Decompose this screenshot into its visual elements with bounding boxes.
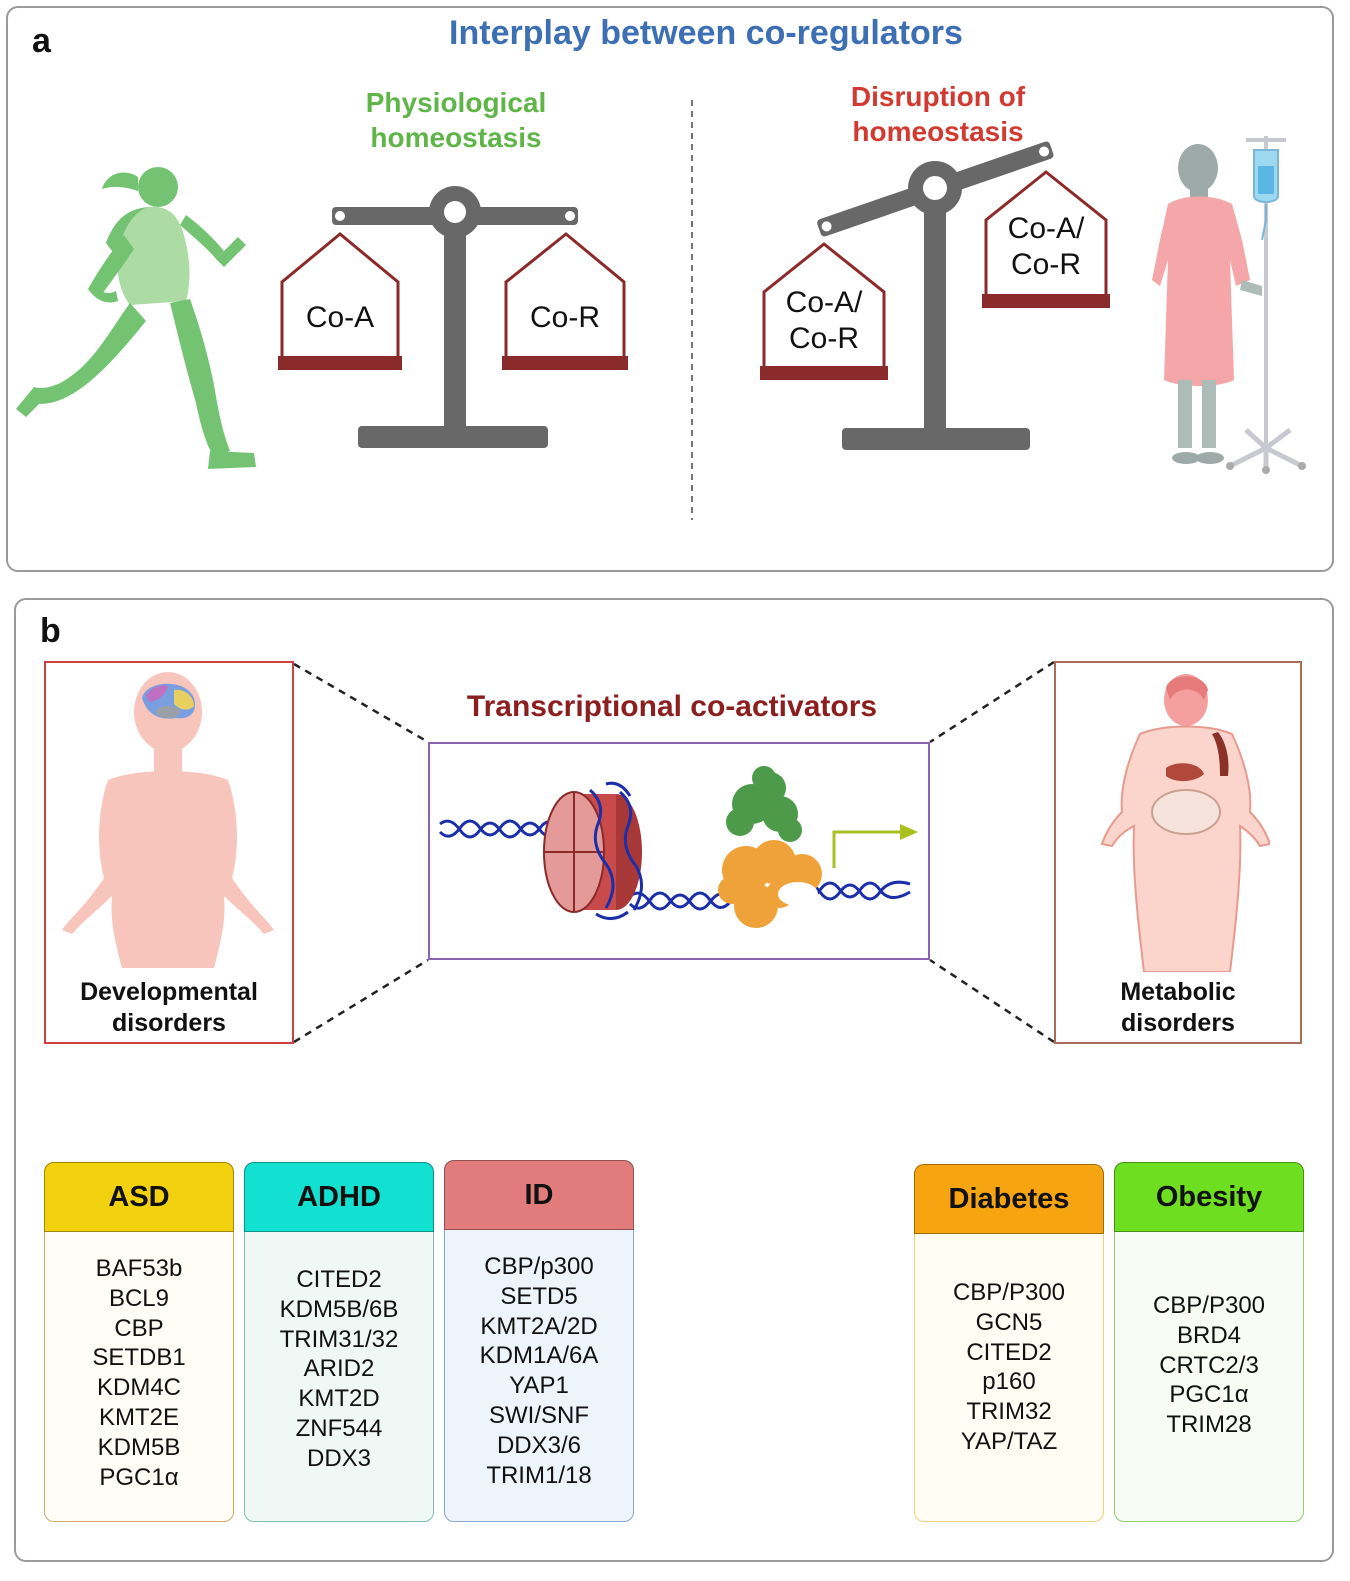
metabolic-label-line1: Metabolic xyxy=(1120,978,1236,1006)
gene-item: DDX3/6 xyxy=(496,1431,582,1459)
gene-item: TRIM31/32 xyxy=(279,1325,399,1353)
gene-item: CBP/P300 xyxy=(1152,1292,1266,1319)
disorder-list-obesity: CBP/P300 BRD4 CRTC2/3 PGC1α TRIM28 xyxy=(1115,1291,1303,1440)
physiological-title-line2: homeostasis xyxy=(370,122,542,153)
chromatin-coactivator-illustration xyxy=(438,766,918,928)
balanced-scale xyxy=(278,186,628,448)
coactivator-frame xyxy=(428,742,930,960)
gene-item: CBP/P300 xyxy=(952,1279,1066,1306)
gene-item: PGC1α xyxy=(1169,1381,1249,1409)
gene-item: BRD4 xyxy=(1176,1321,1242,1349)
low-pan-label-line1: Co-A/ xyxy=(785,286,863,319)
gene-item: YAP/TAZ xyxy=(960,1427,1058,1455)
disruption-title-line2: homeostasis xyxy=(852,116,1024,147)
disorder-list-id: CBP/p300 SETD5 KMT2A/2D KDM1A/6A YAP1 SW… xyxy=(445,1252,633,1490)
gene-item: SWI/SNF xyxy=(489,1401,589,1429)
gene-item: GCN5 xyxy=(975,1308,1043,1336)
gene-item: KMT2E xyxy=(98,1403,179,1431)
gene-item: TRIM32 xyxy=(966,1398,1052,1426)
disorder-card-adhd: ADHD CITED2 KDM5B/6B TRIM31/32 ARID2 KMT… xyxy=(244,1162,434,1522)
human-body-brain-icon xyxy=(62,672,274,968)
disorder-list-asd: BAF53b BCL9 CBP SETDB1 KDM4C KMT2E KDM5B… xyxy=(45,1254,233,1492)
disorder-card-id: ID CBP/p300 SETD5 KMT2A/2D KDM1A/6A YAP1… xyxy=(444,1160,634,1522)
tilted-scale xyxy=(760,141,1110,450)
panel-a xyxy=(6,6,1334,572)
gene-item: KMT2D xyxy=(298,1385,380,1413)
panel-b-title: Transcriptional co-activators xyxy=(466,690,878,723)
gene-item: BCL9 xyxy=(108,1284,170,1312)
developmental-label-line1: Developmental xyxy=(80,978,258,1006)
disorder-card-asd: ASD BAF53b BCL9 CBP SETDB1 KDM4C KMT2E K… xyxy=(44,1162,234,1522)
gene-item: KDM4C xyxy=(96,1374,181,1402)
runner-figure-icon xyxy=(16,167,256,469)
panel-a-divider xyxy=(691,100,693,520)
high-pan-label-line1: Co-A/ xyxy=(1007,212,1085,245)
high-pan-label-line2: Co-R xyxy=(1010,248,1081,281)
disorder-header-id: ID xyxy=(444,1160,634,1230)
low-pan-label-line2: Co-R xyxy=(788,322,859,355)
gene-item: CRTC2/3 xyxy=(1159,1351,1259,1379)
zoom-connector-lines xyxy=(293,660,1055,1044)
disorder-header-adhd: ADHD xyxy=(244,1162,434,1232)
disorder-list-diabetes: CBP/P300 GCN5 CITED2 p160 TRIM32 YAP/TAZ xyxy=(915,1278,1103,1457)
gene-item: KDM1A/6A xyxy=(479,1342,599,1370)
co-a-pan-label: Co-A xyxy=(305,301,375,334)
disorder-header-diabetes: Diabetes xyxy=(914,1164,1104,1234)
patient-with-iv-icon xyxy=(1152,136,1306,474)
gene-item: CITED2 xyxy=(966,1338,1052,1366)
panel-b-letter: b xyxy=(40,612,61,650)
panel-a-letter: a xyxy=(32,22,51,60)
gene-item: ARID2 xyxy=(303,1355,375,1383)
disorder-list-adhd: CITED2 KDM5B/6B TRIM31/32 ARID2 KMT2D ZN… xyxy=(245,1265,433,1474)
disorder-header-asd: ASD xyxy=(44,1162,234,1232)
disruption-title-line1: Disruption of xyxy=(850,81,1026,112)
developmental-label-line2: disorders xyxy=(112,1009,226,1037)
gene-item: CBP xyxy=(114,1314,164,1342)
disorder-header-obesity: Obesity xyxy=(1114,1162,1304,1232)
gene-item: BAF53b xyxy=(95,1255,183,1282)
gene-item: PGC1α xyxy=(99,1463,179,1491)
gene-item: SETDB1 xyxy=(92,1344,186,1372)
disorder-card-obesity: Obesity CBP/P300 BRD4 CRTC2/3 PGC1α TRIM… xyxy=(1114,1162,1304,1522)
gene-item: KDM5B xyxy=(97,1433,181,1461)
gene-item: TRIM1/18 xyxy=(486,1461,592,1489)
gene-item: TRIM28 xyxy=(1166,1411,1252,1439)
gene-item: ZNF544 xyxy=(295,1414,383,1442)
gene-item: SETD5 xyxy=(500,1282,578,1310)
gene-item: DDX3 xyxy=(306,1444,372,1472)
obese-body-organs-icon xyxy=(1100,674,1270,972)
physiological-title-line1: Physiological xyxy=(365,87,547,118)
gene-item: CITED2 xyxy=(296,1266,382,1293)
co-r-pan-label: Co-R xyxy=(529,301,600,334)
gene-item: YAP1 xyxy=(509,1372,569,1400)
gene-item: KMT2A/2D xyxy=(480,1312,598,1340)
disorder-card-diabetes: Diabetes CBP/P300 GCN5 CITED2 p160 TRIM3… xyxy=(914,1164,1104,1522)
metabolic-label-line2: disorders xyxy=(1121,1009,1235,1037)
gene-item: p160 xyxy=(982,1368,1036,1396)
panel-a-title: Interplay between co-regulators xyxy=(449,14,963,52)
gene-item: KDM5B/6B xyxy=(279,1295,399,1323)
gene-item: CBP/p300 xyxy=(484,1253,594,1280)
